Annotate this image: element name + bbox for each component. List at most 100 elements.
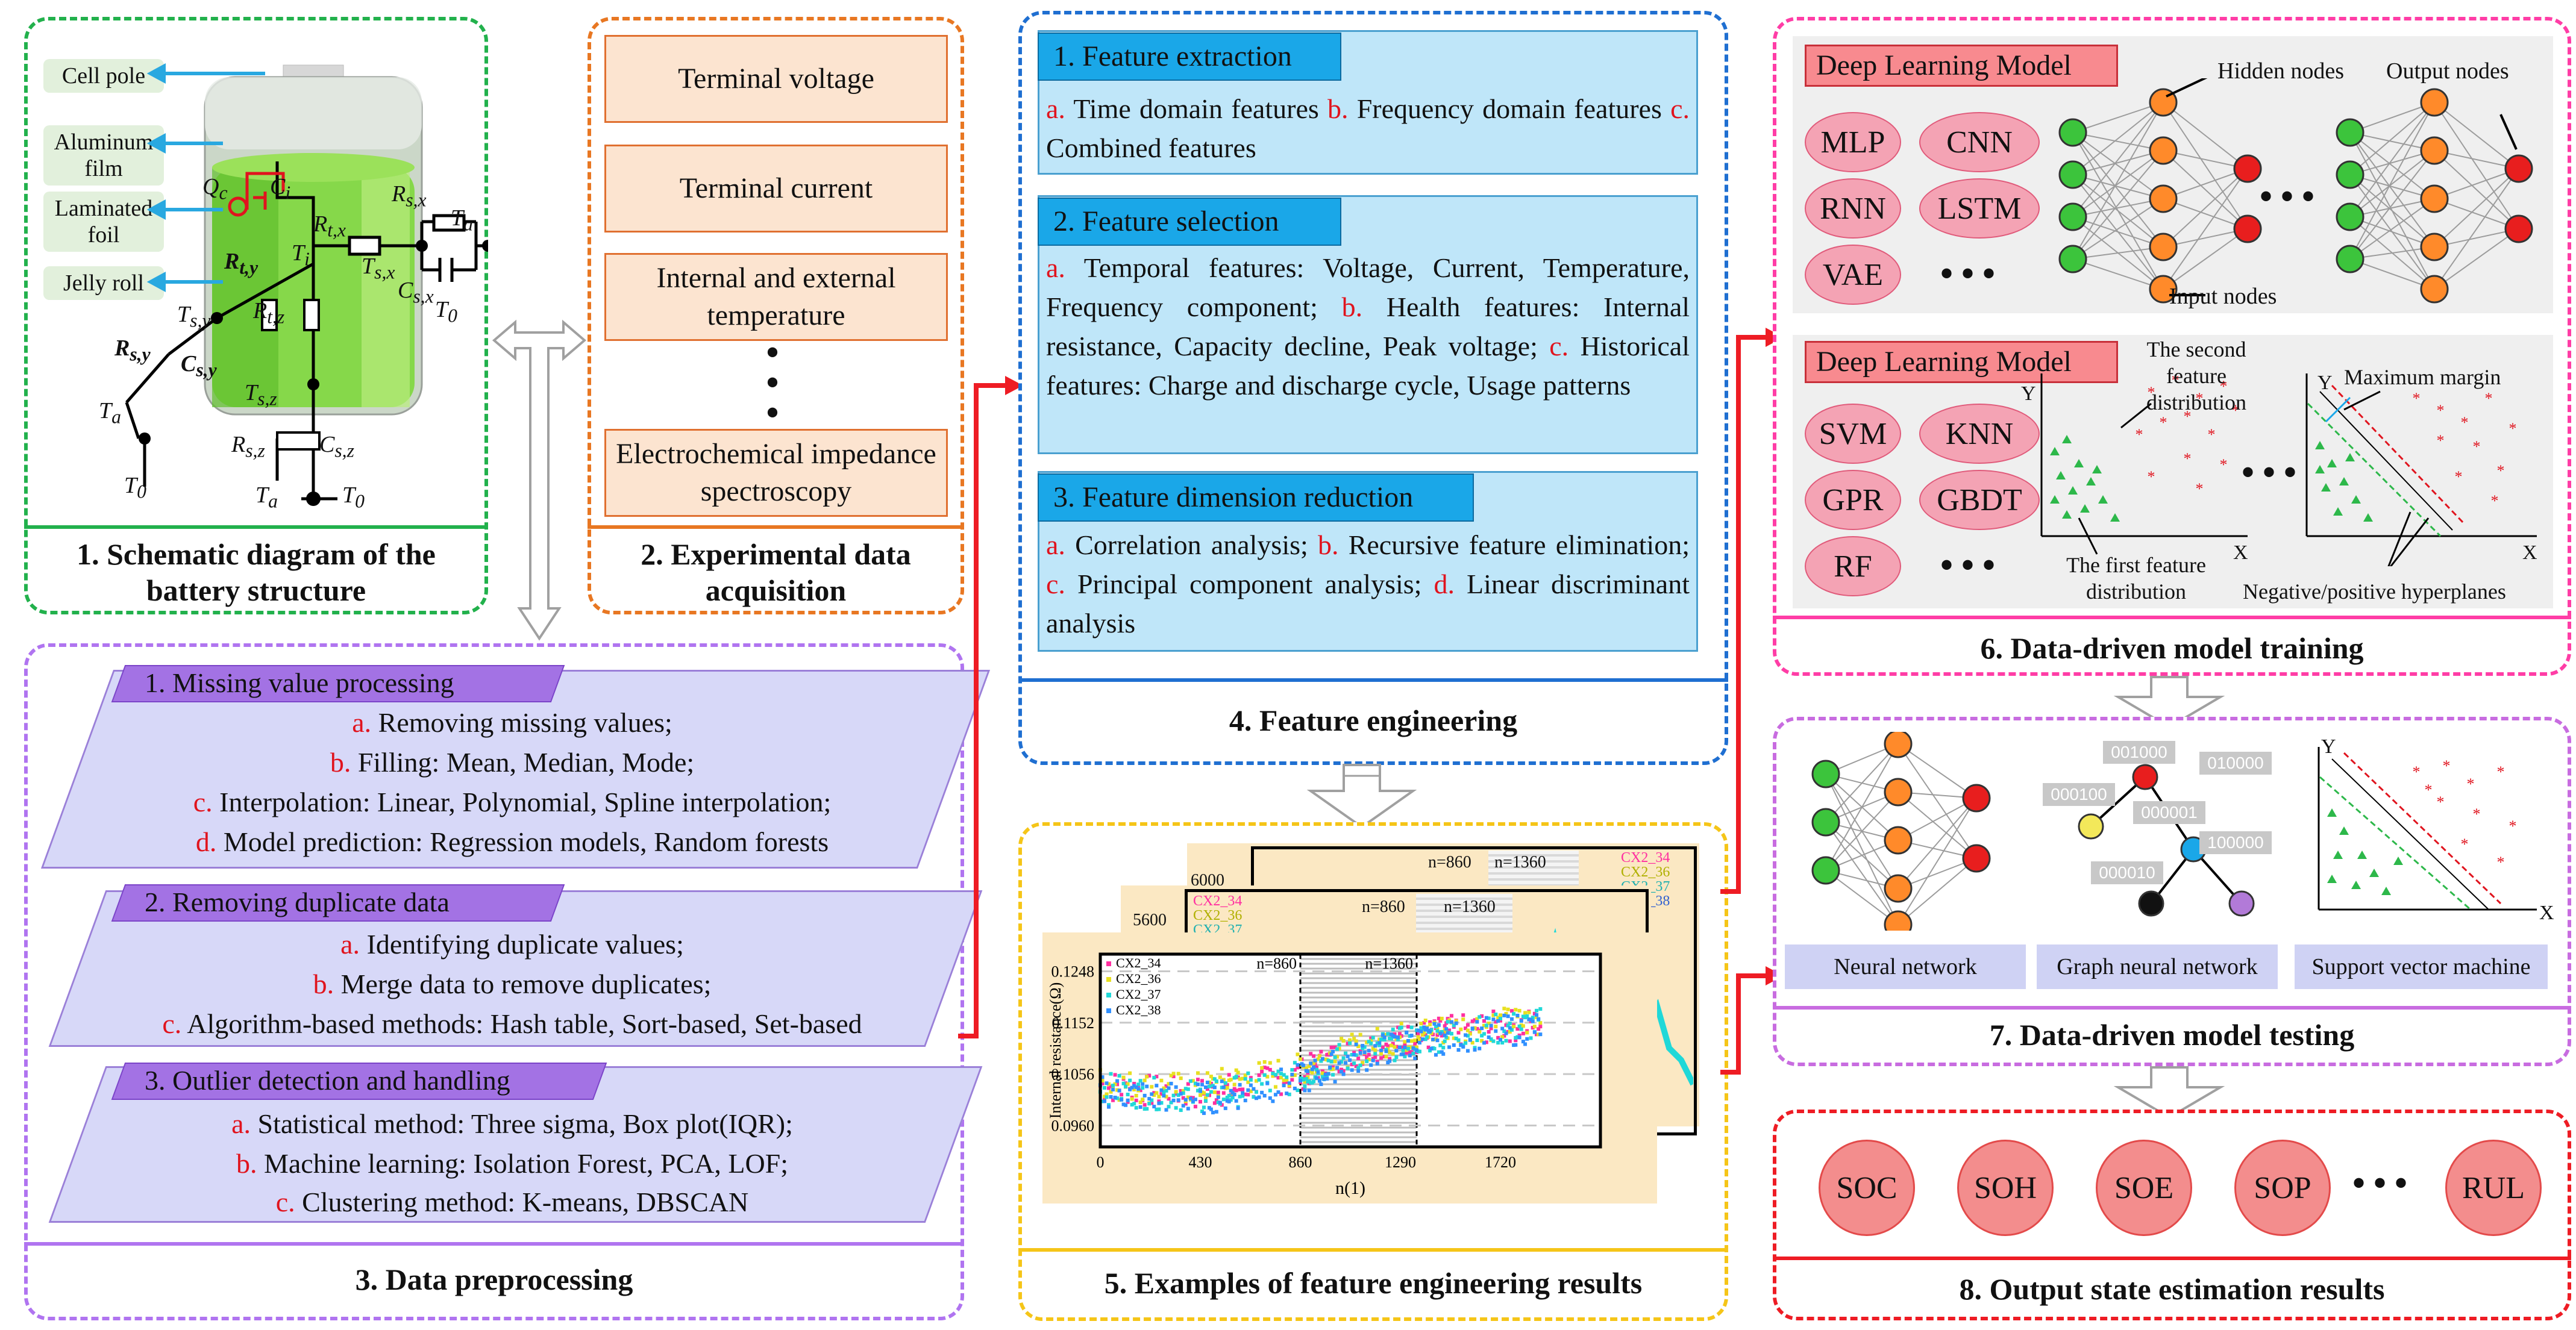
data-point [1246,1080,1250,1084]
nn-edge [1825,773,1899,925]
data-point [1188,1079,1192,1083]
data-point [1107,1082,1111,1086]
data-point [1514,1008,1518,1012]
data-point [1388,1059,1392,1063]
data-point [1371,1046,1375,1051]
data-point [1473,1047,1477,1052]
data-point [1352,1037,1356,1041]
data-point [1475,1020,1479,1024]
data-point [1262,1066,1267,1070]
pointer-line [2166,78,2208,98]
data-point [1367,1053,1371,1057]
data-point [1181,1096,1185,1100]
panel3-titlebar [24,1242,964,1320]
hidden-nodes-label: Hidden nodes [2217,58,2345,84]
data-point [1464,1041,1468,1045]
panel6-titlebar [1773,616,2571,676]
data-point [1232,1092,1236,1096]
data-point [1225,1085,1229,1090]
data-point [1487,1030,1491,1034]
data-point [1333,1079,1337,1084]
nn-edge [2349,150,2435,217]
data-point [1473,1026,1477,1030]
class-b-point: * [2461,835,2469,853]
data-point [1382,1035,1387,1039]
data-point [1111,1098,1115,1102]
aluminum-film-label: Aluminum film [43,125,164,186]
data-point [1103,1085,1107,1090]
data-point [1350,1032,1354,1037]
data-point [1268,1061,1272,1065]
data-point [1440,1050,1444,1054]
data-point [1287,1084,1291,1088]
data-point [1167,1105,1171,1109]
nn-edge [2072,174,2164,248]
test-axis-y: Y [2321,735,2336,758]
data-point [1532,1030,1537,1034]
data-point [1216,1095,1220,1099]
data-point [1303,1084,1307,1088]
data-point [1276,1076,1280,1080]
data-point [1465,1034,1470,1038]
circuit-label-csx: Cs,x [398,278,434,307]
data-point [1174,1090,1178,1094]
nn-edge [2072,246,2164,260]
data-point [1350,1068,1354,1072]
data-point [1333,1055,1337,1060]
data-point [1504,1038,1508,1043]
data-point [1423,1032,1427,1037]
data-point [1434,1025,1438,1029]
data-point [1167,1086,1171,1090]
data-point [1468,1032,1472,1036]
data-point [1346,1054,1350,1058]
data-point [1375,1026,1379,1031]
pointer-arrows [146,63,265,293]
data-point [1322,1077,1326,1081]
data-point [1519,1027,1523,1031]
negative-hyperplane [2307,402,2442,537]
data-point [1100,1081,1105,1085]
data-point [1367,1058,1371,1062]
data-point [1134,1085,1138,1089]
y-tick-label: 0.0960 [1051,1117,1095,1134]
class-b-point: * [2413,763,2421,781]
class-a-point [2345,453,2355,461]
model-knn: KNN [1919,404,2040,464]
data-point [1369,1063,1373,1067]
class-b-point: * [2509,420,2517,437]
data-point [1337,1043,1341,1047]
x-tick-label: 0 [1097,1154,1105,1171]
data-point [1422,1031,1426,1035]
data-point [1482,1032,1486,1036]
class-a-point [2333,851,2343,859]
data-point [1134,1093,1138,1097]
caption-neural-network: Neural network [1785,944,2026,989]
data-point [1241,1087,1245,1091]
data-point [1428,1020,1432,1024]
nn-edge [2349,216,2435,248]
data-point [1299,1079,1302,1083]
data-point [1120,1097,1124,1102]
data-point [1100,1075,1105,1079]
missing-value-head: 1. Missing value processing [145,667,454,698]
class-b-point: * [2172,372,2180,389]
data-point [1236,1106,1240,1110]
data-point [1478,1015,1482,1019]
data-point [1408,1054,1412,1058]
data-point [1169,1081,1173,1085]
data-point [1124,1081,1128,1085]
test-axis-x: X [2539,902,2554,924]
data-point [1191,1079,1195,1083]
data-point [1186,1082,1190,1086]
data-point [1459,1043,1463,1047]
nn-edge [2434,150,2519,169]
pointer-line [2499,114,2518,150]
circuit-label-ta1: Ta [451,205,473,235]
data-point [1115,1096,1120,1101]
nn-edge [2434,150,2519,229]
circuit-label-rsx: Rs,x [392,181,427,211]
gnn-code-text: 000010 [2099,863,2155,882]
data-point [1449,1032,1453,1036]
model-cnn: CNN [1919,112,2040,172]
data-point [1130,1097,1134,1101]
